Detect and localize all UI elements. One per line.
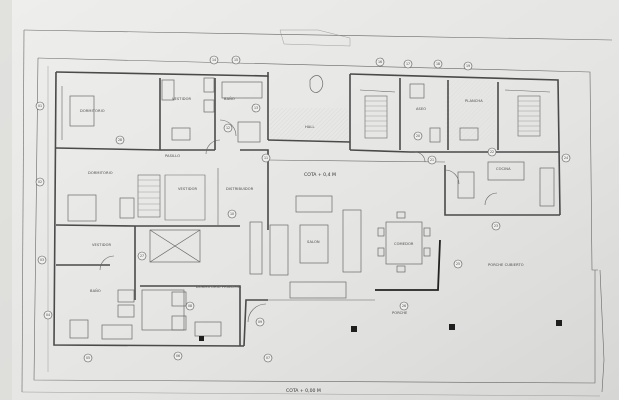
reference-marker-number: 21 xyxy=(430,158,434,162)
room-label: DORMITORIO xyxy=(80,109,105,113)
room-label: PASILLO xyxy=(165,154,180,158)
level-label-lower: COTA + 0,00 M xyxy=(286,388,321,394)
reference-marker xyxy=(463,61,473,71)
room-labels: DORMITORIO VESTIDOR BAÑO HALL ASEO PLANC… xyxy=(80,96,524,394)
reference-marker xyxy=(413,131,423,141)
reference-marker-number: 24 xyxy=(564,156,568,160)
reference-marker-number: 18 xyxy=(436,62,440,66)
reference-marker-number: 26 xyxy=(402,304,406,308)
reference-marker-number: 07 xyxy=(266,356,270,360)
porch-pillars xyxy=(199,320,562,341)
room-label: DORMITORIO PRINCIPAL xyxy=(196,285,241,289)
reference-marker-number: 23 xyxy=(494,224,498,228)
reference-marker xyxy=(453,259,463,269)
reference-marker xyxy=(403,59,413,69)
reference-marker xyxy=(375,57,385,67)
reference-marker xyxy=(487,147,497,157)
reference-marker xyxy=(209,55,219,65)
reference-marker-number: 28 xyxy=(118,138,122,142)
reference-marker xyxy=(83,353,93,363)
reference-marker xyxy=(43,310,53,320)
reference-marker xyxy=(35,101,45,111)
reference-marker xyxy=(115,135,125,145)
reference-marker-number: 22 xyxy=(490,150,494,154)
living-walls xyxy=(267,139,446,301)
reference-marker-number: 11 xyxy=(264,156,268,160)
reference-marker-number: 04 xyxy=(46,313,50,317)
room-label: PLANCHA xyxy=(465,99,483,103)
reference-marker-number: 06 xyxy=(176,354,180,358)
room-label: COCINA xyxy=(496,167,511,171)
reference-marker xyxy=(185,301,195,311)
room-label: VESTIDOR xyxy=(172,97,192,101)
reference-marker-number: 25 xyxy=(456,262,460,266)
door-swings xyxy=(99,119,498,323)
reference-marker-number: 09 xyxy=(258,320,262,324)
reference-marker-number: 03 xyxy=(40,258,44,262)
site-boundary xyxy=(33,57,598,384)
room-label: PORCHE CUBIERTO xyxy=(488,263,524,267)
reference-marker-number: 08 xyxy=(188,304,192,308)
room-label: DORMITORIO xyxy=(88,171,113,175)
paper-shadow-left xyxy=(0,0,12,400)
reference-marker xyxy=(35,177,45,187)
reference-marker-number: 13 xyxy=(254,106,258,110)
reference-marker-number: 05 xyxy=(86,356,90,360)
exterior-walls xyxy=(53,71,561,347)
reference-marker xyxy=(263,353,273,363)
room-label: VESTIDOR xyxy=(178,187,198,191)
reference-marker-number: 02 xyxy=(38,180,42,184)
reference-marker xyxy=(427,155,437,165)
hatch-area-left xyxy=(270,108,348,140)
room-label: DISTRIBUIDOR xyxy=(226,187,254,191)
reference-markers: 01 02 03 04 05 06 07 08 09 10 11 12 13 14 15 16 17 18 19 20… xyxy=(35,55,571,363)
reference-marker xyxy=(251,103,261,113)
reference-marker xyxy=(255,317,265,327)
reference-marker xyxy=(173,351,183,361)
reference-marker xyxy=(561,153,571,163)
sheet-border xyxy=(21,29,613,397)
room-label: PORCHE xyxy=(392,311,408,315)
reference-marker xyxy=(37,255,47,265)
reference-marker-number: 15 xyxy=(234,58,238,62)
reference-marker xyxy=(491,221,501,231)
reference-marker-number: 16 xyxy=(378,60,382,64)
reference-marker xyxy=(399,301,409,311)
room-label: BAÑO xyxy=(90,288,101,293)
reference-marker xyxy=(223,123,233,133)
stairs xyxy=(137,95,541,218)
room-label: ASEO xyxy=(416,107,426,111)
reference-marker xyxy=(261,153,271,163)
room-label: BAÑO xyxy=(224,96,235,101)
reference-marker-number: 01 xyxy=(38,104,42,108)
reference-marker-number: 20 xyxy=(416,134,420,138)
reference-marker-number: 19 xyxy=(466,64,470,68)
reference-marker xyxy=(227,209,237,219)
reference-marker-number: 14 xyxy=(212,58,216,62)
reference-marker xyxy=(433,59,443,69)
reference-marker xyxy=(231,55,241,65)
room-label: VESTIDOR xyxy=(92,243,112,247)
hatch-area-right xyxy=(445,80,495,140)
level-label-upper: COTA + 0,4 M xyxy=(304,172,336,178)
reference-marker-number: 10 xyxy=(230,212,234,216)
room-label: SALON xyxy=(307,240,320,244)
room-label: COMEDOR xyxy=(394,242,414,246)
reference-marker xyxy=(137,251,147,261)
room-label: HALL xyxy=(305,125,315,129)
reference-marker-number: 27 xyxy=(140,254,144,258)
reference-marker-number: 17 xyxy=(406,62,410,66)
interior-walls-left xyxy=(55,76,269,346)
reference-marker-number: 12 xyxy=(226,126,230,130)
